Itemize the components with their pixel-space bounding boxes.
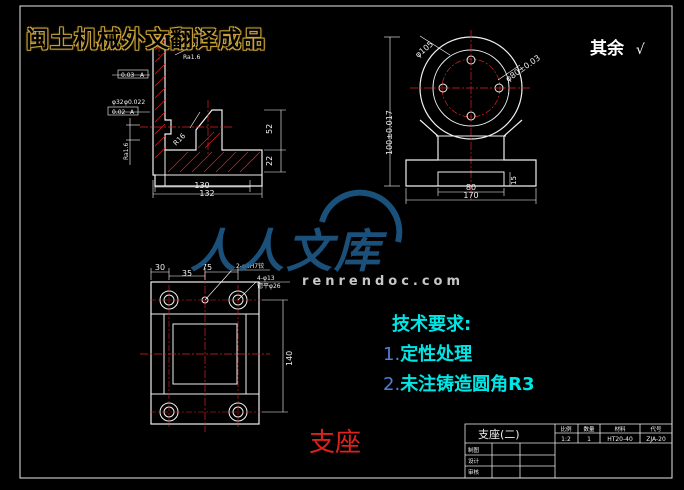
dim-phi105: φ105 xyxy=(414,39,436,59)
requirement-item-1: 1.定性处理 xyxy=(383,340,472,366)
surface-finish-symbol: √ xyxy=(635,42,645,58)
front-base-slot xyxy=(437,171,505,187)
surface-finish-label: 其余 xyxy=(590,39,624,59)
requirement-text-1: 定性处理 xyxy=(400,344,473,365)
dim-phi-tol: φ0.022 xyxy=(124,99,145,106)
sheet-border xyxy=(19,5,673,479)
side-outline xyxy=(152,37,263,187)
tol-parallel: 0.02 xyxy=(112,109,126,116)
dim-130: 130 xyxy=(194,181,209,190)
dim-r16: R16 xyxy=(172,132,188,148)
side-hatching xyxy=(154,39,261,173)
roughness-note: Ra1.6 xyxy=(183,54,200,61)
side-dims xyxy=(107,44,286,198)
dim-140: 140 xyxy=(285,351,294,366)
dim-75: 75 xyxy=(202,263,212,272)
requirement-text-2: 未注铸造圆角R3 xyxy=(400,374,535,395)
requirement-item-2: 2.未注铸造圆角R3 xyxy=(383,370,535,396)
requirements-title: 技术要求: xyxy=(392,314,472,335)
hdr-qty: 数量 xyxy=(583,425,595,433)
banner-title: 闽土机械外文翻译成品 xyxy=(26,27,266,53)
requirement-num-1: 1. xyxy=(383,344,401,365)
row-design: 设计 xyxy=(468,457,480,465)
title-block-name: 支座(二) xyxy=(478,427,520,441)
dim-phi80: φ80±0.03 xyxy=(504,53,542,83)
watermark-ring xyxy=(319,189,403,243)
hdr-material: 材料 xyxy=(614,425,626,433)
hole-note-pin: 2-φ8H7铰 xyxy=(236,262,264,270)
val-qty: 1 xyxy=(587,436,591,443)
side-view: 130 132 52 22 0.03 A 0.02 A φ32 φ0.022 φ… xyxy=(107,30,286,198)
datum-a2: A xyxy=(130,109,135,116)
watermark-url: renrendoc.com xyxy=(302,274,465,289)
front-dims xyxy=(384,35,537,204)
surface-finish-note: 其余 √ xyxy=(590,34,645,59)
requirement-num-2: 2. xyxy=(383,374,401,395)
dim-15: 15 xyxy=(510,176,518,185)
val-material: HT20-40 xyxy=(607,436,633,443)
hdr-code: 代号 xyxy=(650,425,662,433)
dim-22: 22 xyxy=(265,156,274,166)
hole-note-spot: 锪平φ26 xyxy=(257,282,281,290)
dim-52: 52 xyxy=(265,124,274,134)
roughness-side: Ra1.6 xyxy=(123,143,130,160)
watermark-logo xyxy=(319,189,403,243)
hole-note-bolt: 4-φ13 xyxy=(257,275,275,282)
dim-80: 80 xyxy=(466,183,476,192)
dim-100: 100±0.017 xyxy=(385,110,394,155)
hole-note: φ9.0.022 xyxy=(176,42,203,49)
title-block xyxy=(464,423,673,479)
dim-35: 35 xyxy=(182,269,192,278)
datum-a1: A xyxy=(140,72,145,79)
hdr-scale: 比例 xyxy=(560,425,572,433)
front-view: 100±0.017 80 170 15 φ105 φ80±0.03 xyxy=(384,30,542,204)
row-drawn: 制图 xyxy=(468,446,480,454)
val-scale: 1:2 xyxy=(561,436,571,443)
dim-170: 170 xyxy=(463,191,478,200)
top-view: 30 35 75 2-φ8H7铰 4-φ13 锪平φ26 140 xyxy=(140,262,294,432)
top-dims xyxy=(150,268,290,413)
dim-132: 132 xyxy=(199,189,214,198)
tol-flatness: 0.03 xyxy=(121,72,135,79)
dim-30: 30 xyxy=(155,263,165,272)
dim-phi32: φ32 xyxy=(112,99,124,106)
watermark-brand: 人人文库 xyxy=(190,224,382,278)
val-code: ZJA-20 xyxy=(646,436,666,443)
row-review: 审核 xyxy=(468,468,480,476)
part-name: 支座 xyxy=(309,428,362,458)
